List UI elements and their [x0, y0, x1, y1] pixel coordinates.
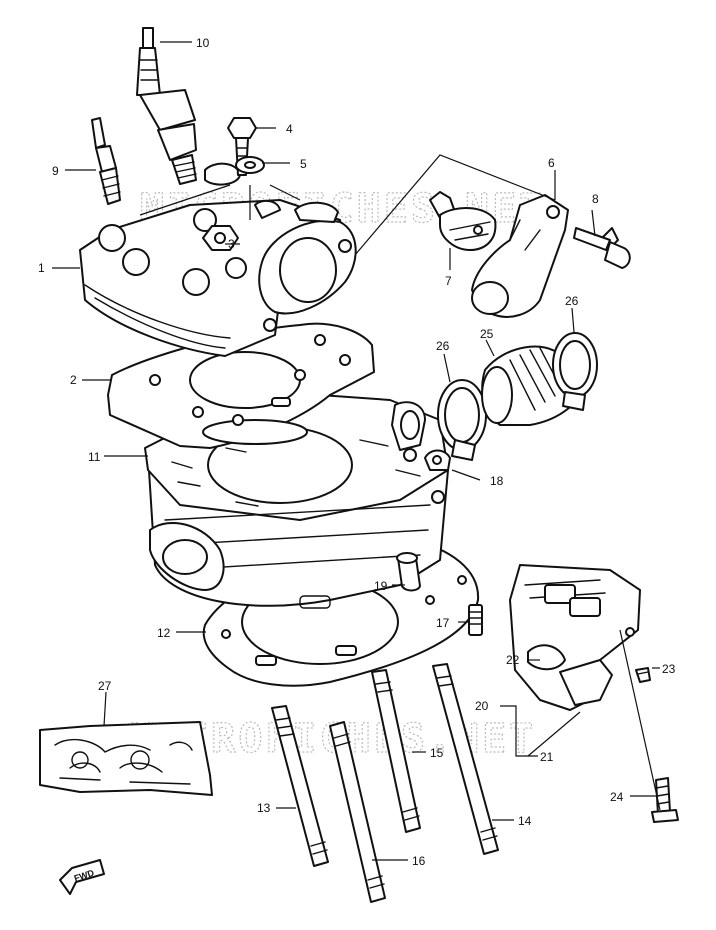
stud-15 [371, 669, 421, 833]
stud-13 [271, 705, 329, 867]
callout-18: 18 [490, 474, 504, 488]
cap-bolt [573, 227, 631, 269]
callout-2: 2 [70, 373, 77, 387]
callout-19: 19 [374, 579, 388, 593]
hose-clip [424, 449, 451, 471]
callout-25: 25 [480, 327, 494, 341]
callout-7: 7 [445, 274, 452, 288]
callout-21: 21 [540, 750, 554, 764]
callout-14: 14 [518, 814, 532, 828]
short-stud [468, 604, 483, 636]
head-gasket [107, 322, 375, 449]
hex-bolt [651, 777, 679, 823]
callout-9: 9 [52, 164, 59, 178]
forward-arrow-icon: FWD [59, 859, 105, 895]
callout-23: 23 [662, 662, 676, 676]
callout-3: 3 [228, 237, 235, 251]
callout-16: 16 [412, 854, 426, 868]
callout-1: 1 [38, 261, 45, 275]
callout-26-right: 26 [565, 294, 579, 308]
callout-17: 17 [436, 616, 450, 630]
thermostat [429, 191, 497, 251]
dowel-pin [396, 552, 421, 592]
hose-clamp-left [437, 379, 487, 461]
callout-10: 10 [196, 36, 210, 50]
callout-24: 24 [610, 790, 624, 804]
small-screw [635, 667, 651, 683]
leader-lines [52, 41, 661, 861]
callout-12: 12 [157, 626, 171, 640]
callout-8: 8 [592, 192, 599, 206]
hose-clamp-right [552, 332, 598, 411]
stud-14 [432, 663, 499, 855]
cylinder-block [144, 394, 449, 609]
thermostat-cap [471, 194, 569, 318]
callouts: 1 2 3 4 5 6 7 8 9 10 11 12 13 14 15 16 1… [38, 36, 676, 868]
reed-valve-housing [509, 564, 641, 711]
spark-plug [136, 27, 197, 185]
callout-20: 20 [475, 699, 489, 713]
sealing-washer [235, 156, 265, 174]
callout-13: 13 [257, 801, 271, 815]
stud-16 [329, 721, 386, 903]
callout-6: 6 [548, 156, 555, 170]
callout-26-left: 26 [436, 339, 450, 353]
gasket-kit [39, 721, 213, 796]
callout-22: 22 [506, 653, 520, 667]
callout-27: 27 [98, 679, 112, 693]
callout-4: 4 [286, 122, 293, 136]
cylinder-head [79, 162, 357, 357]
callout-15: 15 [430, 746, 444, 760]
callout-11: 11 [88, 450, 101, 464]
callout-5: 5 [300, 157, 307, 171]
temperature-sensor [91, 117, 121, 205]
